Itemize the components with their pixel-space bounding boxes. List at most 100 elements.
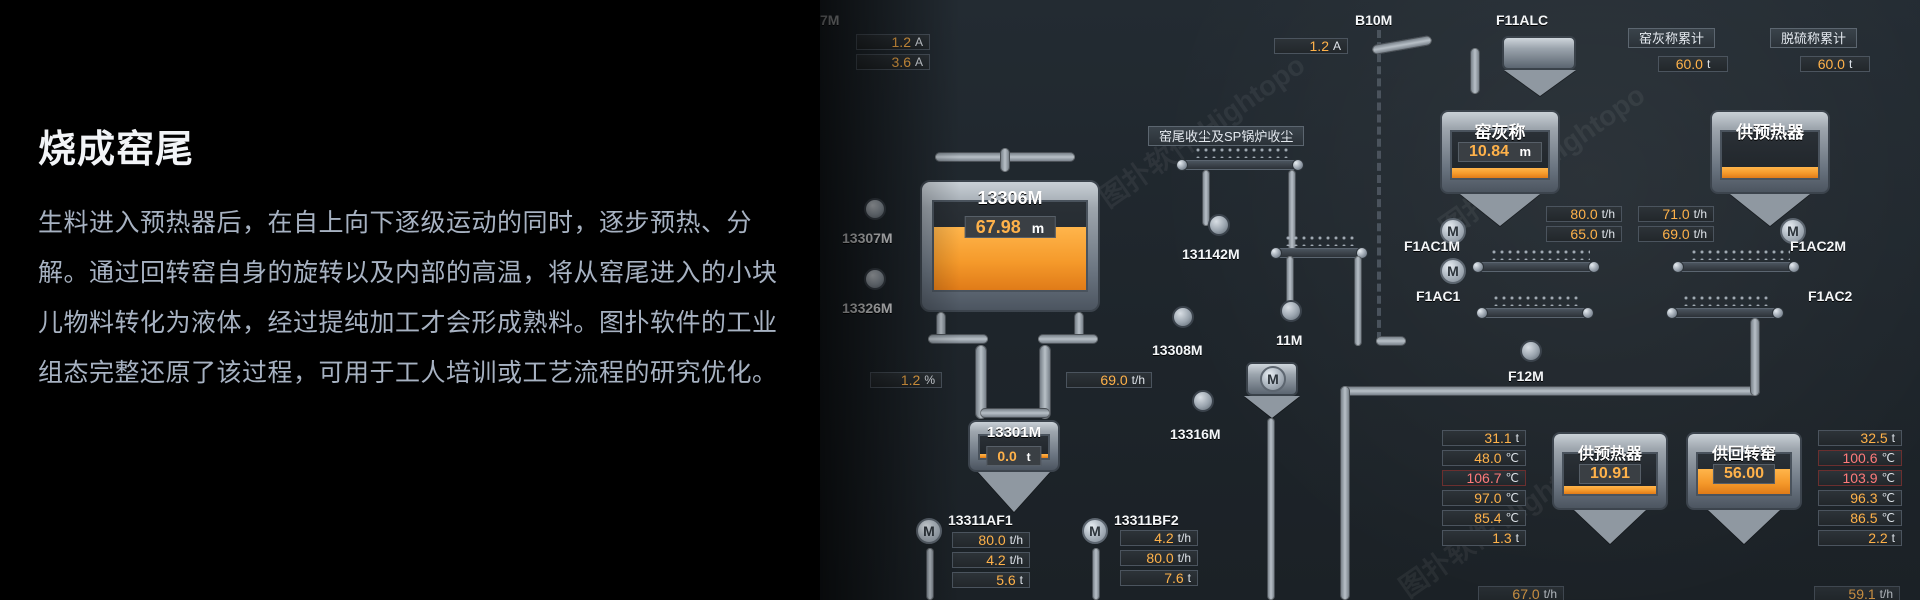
af1-readout-2: 4.2 t/h xyxy=(952,552,1030,568)
tank-13306: 13306M 67.98 m xyxy=(920,180,1100,312)
right-stack-row-3: 103.9 ℃ xyxy=(1818,470,1902,486)
left-stack-row-6-unit: t xyxy=(1515,531,1519,545)
flow-71-right: 71.0 t/h xyxy=(1638,206,1714,222)
fan-13326-icon xyxy=(864,268,886,290)
pipe-to-13301-right xyxy=(1039,345,1051,419)
kiln-ash-scale: 窑灰称 10.84 m xyxy=(1440,110,1560,194)
current-2-unit: A xyxy=(914,55,923,69)
bf2-readout-3-unit: t xyxy=(1187,571,1191,585)
flow-80-left-value: 80.0 xyxy=(1570,206,1598,222)
right-stack-row-5: 86.5 ℃ xyxy=(1818,510,1902,526)
left-stack-row-3-value: 106.7 xyxy=(1466,470,1502,486)
left-stack-row-4-value: 97.0 xyxy=(1474,490,1502,506)
left-stack-row-3: 106.7 ℃ xyxy=(1442,470,1526,486)
flow-65-left-unit: t/h xyxy=(1601,227,1615,241)
left-readout-stack: 31.1 t 48.0 ℃ 106.7 ℃ 97.0 ℃ 85.4 ℃ 1.3 … xyxy=(1442,430,1526,546)
conveyor-f1ac2-roller-left xyxy=(1672,261,1684,273)
bottom-flow-left-unit: t/h xyxy=(1543,587,1557,600)
preheater-supply-top-inner xyxy=(1720,130,1820,180)
af1-readout-2-unit: t/h xyxy=(1009,553,1023,567)
conveyor-f1ac2-lower-material xyxy=(1682,294,1768,306)
preheater-supply-bottom-fill xyxy=(1564,486,1656,494)
kiln-ash-scale-cone xyxy=(1460,194,1540,226)
fan-13308-icon xyxy=(1172,306,1194,328)
conveyor-f1ac2-lower-roller-left xyxy=(1666,307,1678,319)
tank-13306-leg-left xyxy=(936,312,946,342)
bf2-readout-2: 80.0 t/h xyxy=(1120,550,1198,566)
preheater-supply-top-fill xyxy=(1722,166,1818,178)
flow-71-right-unit: t/h xyxy=(1693,207,1707,221)
desulfur-total: 60.0 t xyxy=(1800,56,1870,72)
bottom-flow-right-value: 59.1 xyxy=(1848,586,1876,600)
bottom-flow-left: 67.0 t/h xyxy=(1478,586,1564,600)
conveyor-mid-material xyxy=(1284,234,1356,246)
bf2-readout-2-unit: t/h xyxy=(1177,551,1191,565)
conveyor-f12m-material xyxy=(1492,294,1578,306)
bottom-flow-right-unit: t/h xyxy=(1879,587,1893,600)
current-1: 1.2 A xyxy=(856,34,930,50)
conveyor-f1ac1 xyxy=(1472,261,1600,273)
kiln-ash-scale-title: 窑灰称 xyxy=(1474,123,1526,142)
flow-69-right-unit: t/h xyxy=(1693,227,1707,241)
preheater-supply-bottom: 供预热器 10.91 xyxy=(1552,432,1668,510)
conveyor-f12m-roller-left xyxy=(1476,307,1488,319)
tank-13301-weight: 0.0 t xyxy=(986,446,1042,466)
right-stack-row-6-value: 2.2 xyxy=(1868,530,1888,546)
kiln-ash-total: 60.0 t xyxy=(1658,56,1728,72)
left-stack-row-6-value: 1.3 xyxy=(1492,530,1512,546)
desulfur-total-value: 60.0 xyxy=(1817,56,1845,72)
conveyor-top-middle-roller-right xyxy=(1292,159,1304,171)
preheater-supply-top: 供预热器 xyxy=(1710,110,1830,194)
motor-13311bf2-label: 13311BF2 xyxy=(1114,512,1179,528)
current-1-value: 1.2 xyxy=(891,34,911,50)
left-stack-row-6: 1.3 t xyxy=(1442,530,1526,546)
tank-13306-inner xyxy=(932,200,1088,292)
left-stack-row-4-unit: ℃ xyxy=(1505,491,1519,505)
bottom-flow-right: 59.1 t/h xyxy=(1814,586,1900,600)
kiln-ash-total-tag: 窑灰称累计 xyxy=(1628,28,1716,48)
bf2-pipe xyxy=(1092,548,1100,600)
right-stack-row-1: 32.5 t xyxy=(1818,430,1902,446)
fan-13308-label: 13308M xyxy=(1152,342,1203,358)
left-stack-row-5-unit: ℃ xyxy=(1505,511,1519,525)
top-left-id: 7M xyxy=(820,12,840,28)
left-panel: 烧成窑尾 生料进入预热器后，在自上向下逐级运动的同时，逐步预热、分解。通过回转窑… xyxy=(0,0,820,600)
conveyor-f1ac2-lower-roller-right xyxy=(1772,307,1784,319)
page-title: 烧成窑尾 xyxy=(38,127,195,171)
left-stack-row-1: 31.1 t xyxy=(1442,430,1526,446)
motor-f1ac1m-icon: M xyxy=(1440,218,1466,244)
tank-13301-weight-value: 0.0 xyxy=(997,448,1017,464)
fan-13316-icon xyxy=(1192,390,1214,412)
conveyor-top-middle-roller-left xyxy=(1176,159,1188,171)
right-stack-row-1-unit: t xyxy=(1891,431,1895,445)
af1-readout-3-unit: t xyxy=(1019,573,1023,587)
flow-65-left-value: 65.0 xyxy=(1570,226,1598,242)
kiln-ash-total-unit: t xyxy=(1706,57,1711,71)
right-stack-row-4-unit: ℃ xyxy=(1881,491,1895,505)
tank-13301: 13301M 0.0 t xyxy=(968,420,1060,472)
current-2: 3.6 A xyxy=(856,54,930,70)
conveyor-f1ac2 xyxy=(1672,261,1800,273)
b10m-label: B10M xyxy=(1355,12,1393,28)
kiln-ash-total-value: 60.0 xyxy=(1675,56,1703,72)
b10m-current-value: 1.2 xyxy=(1309,38,1329,54)
flow-80-left: 80.0 t/h xyxy=(1546,206,1622,222)
af1-readout-1-value: 80.0 xyxy=(978,532,1006,548)
right-stack-row-5-unit: ℃ xyxy=(1881,511,1895,525)
conveyor-top-middle-support-right xyxy=(1288,170,1296,250)
right-stack-row-1-value: 32.5 xyxy=(1860,430,1888,446)
preheater-supply-bottom-level: 10.91 xyxy=(1578,464,1642,484)
tank-13306-level-unit: m xyxy=(1031,220,1045,236)
b10m-current: 1.2 A xyxy=(1274,38,1348,54)
left-stack-row-1-value: 31.1 xyxy=(1484,430,1512,446)
f11alc-hopper xyxy=(1502,36,1576,70)
flow-71-right-value: 71.0 xyxy=(1662,206,1690,222)
fan-f12m-icon xyxy=(1520,340,1542,362)
rotary-return-cone xyxy=(1708,510,1780,544)
b10m-current-unit: A xyxy=(1332,39,1341,53)
right-stack-row-3-value: 103.9 xyxy=(1842,470,1878,486)
right-stack-row-6-unit: t xyxy=(1891,531,1895,545)
right-stack-row-6: 2.2 t xyxy=(1818,530,1902,546)
motor-f1ac2m-icon: M xyxy=(1780,218,1806,244)
silo-13316-cone xyxy=(1244,396,1300,418)
